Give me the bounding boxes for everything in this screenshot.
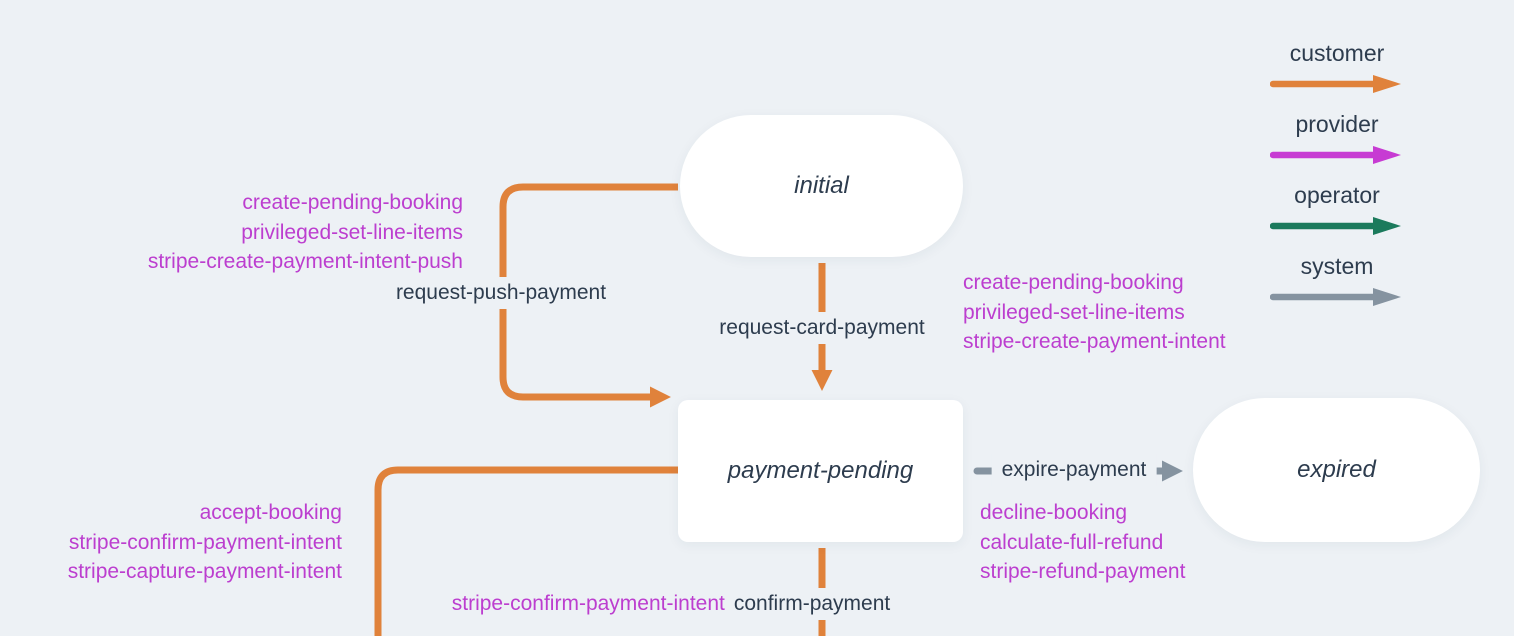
action-line: accept-booking: [199, 501, 342, 524]
legend-item-system: system: [1262, 253, 1412, 324]
action-line: privileged-set-line-items: [963, 300, 1185, 324]
operator-arrow-icon: [1270, 216, 1404, 236]
action-line: calculate-full-refund: [980, 530, 1164, 554]
accept-transition-arrow: [374, 466, 678, 636]
state-initial[interactable]: initial: [680, 115, 963, 257]
action-line: create-pending-booking: [963, 271, 1184, 294]
legend-item-operator: operator: [1262, 182, 1412, 253]
provider-arrow-icon: [1270, 145, 1404, 165]
transition-expire-payment[interactable]: expire-payment: [991, 454, 1157, 486]
actions-request-push-payment: create-pending-booking privileged-set-li…: [148, 188, 463, 277]
confirm-payment-action: stripe-confirm-payment-intent: [451, 592, 725, 615]
transition-confirm-payment-row: stripe-confirm-payment-intent confirm-pa…: [443, 588, 899, 620]
action-line: privileged-set-line-items: [241, 220, 463, 244]
state-expired[interactable]: expired: [1193, 398, 1480, 542]
state-payment-pending[interactable]: payment-pending: [678, 400, 963, 542]
action-line: stripe-confirm-payment-intent: [68, 530, 342, 554]
actions-decline: decline-booking calculate-full-refund st…: [980, 498, 1185, 587]
action-line: stripe-refund-payment: [980, 560, 1186, 583]
legend-label: customer: [1289, 40, 1385, 66]
transition-request-push-payment[interactable]: request-push-payment: [387, 277, 615, 309]
legend-label: operator: [1294, 182, 1380, 208]
action-line: stripe-capture-payment-intent: [67, 560, 342, 583]
transition-request-card-payment[interactable]: request-card-payment: [711, 312, 933, 344]
actions-accept: accept-booking stripe-confirm-payment-in…: [68, 498, 342, 587]
legend-item-provider: provider: [1262, 111, 1412, 182]
system-arrow-icon: [1270, 287, 1404, 307]
legend-label: system: [1300, 253, 1374, 279]
legend-label: provider: [1295, 111, 1379, 137]
action-line: decline-booking: [980, 501, 1128, 524]
legend: customer provider operator: [1262, 40, 1412, 324]
action-line: create-pending-booking: [242, 191, 463, 214]
customer-arrow-icon: [1270, 74, 1404, 94]
action-line: stripe-create-payment-intent: [963, 330, 1226, 353]
action-line: stripe-create-payment-intent-push: [147, 250, 463, 273]
legend-item-customer: customer: [1262, 40, 1412, 111]
transition-confirm-payment[interactable]: confirm-payment: [733, 592, 891, 615]
actions-request-card-payment: create-pending-booking privileged-set-li…: [963, 268, 1226, 357]
